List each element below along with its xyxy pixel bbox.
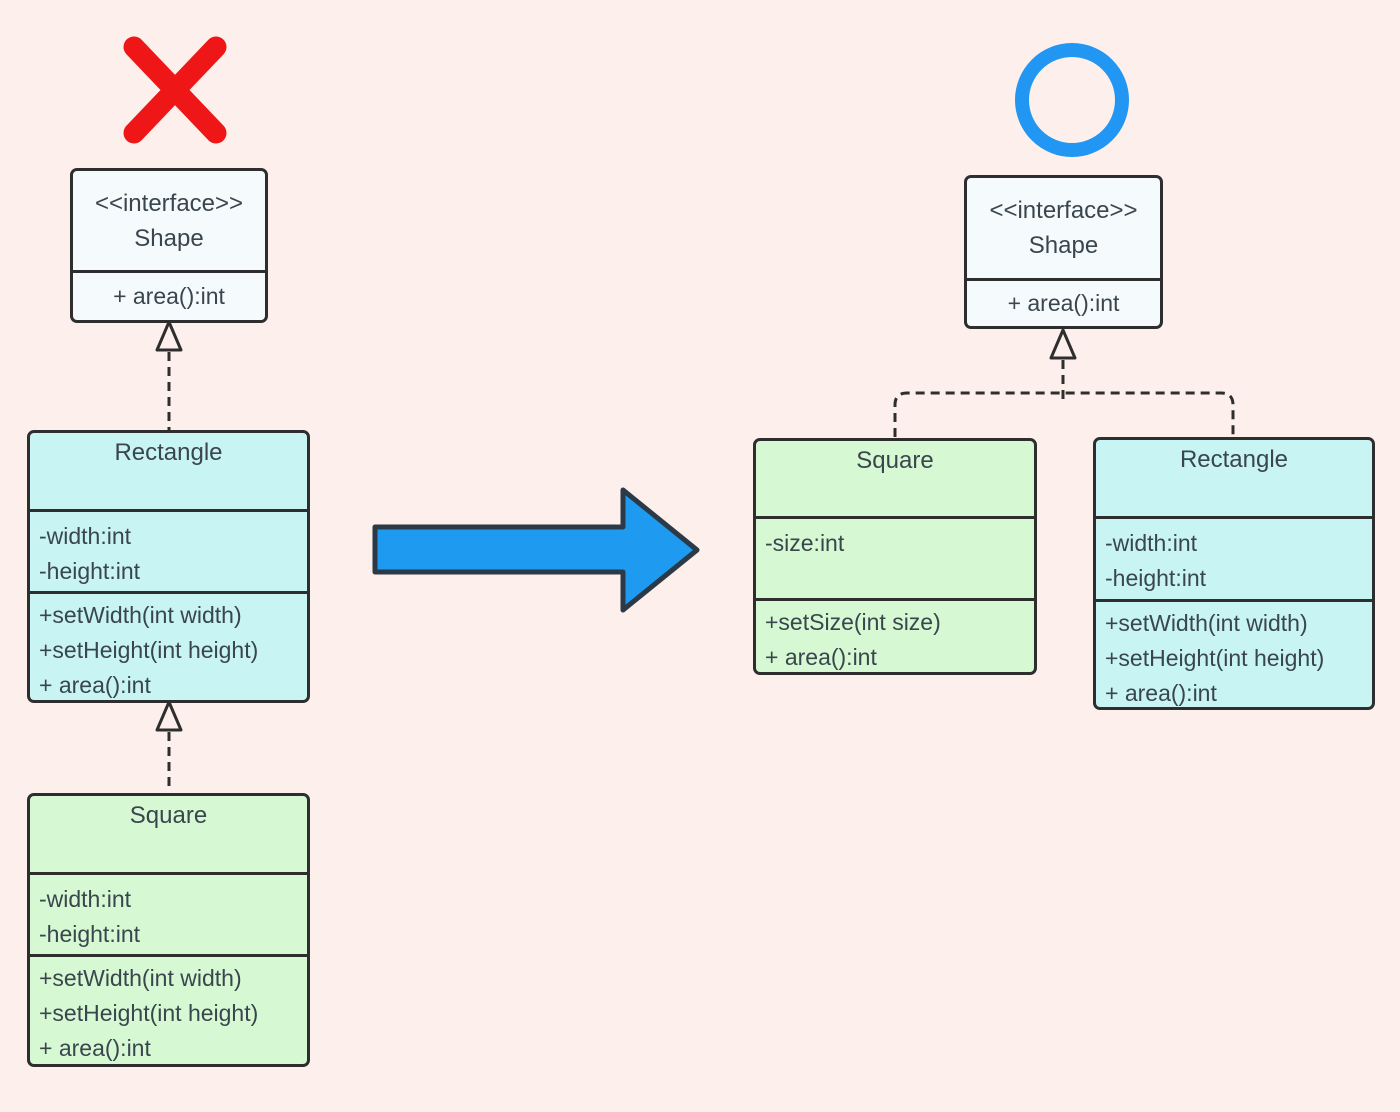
method-line: + area():int [113,283,225,309]
class-title: Square [129,802,208,829]
class-box-square-right: Square -size:int +setSize(int size) + ar… [753,438,1037,675]
method-line: +setSize(int size) [765,609,941,635]
interface-methods: + area():int [73,270,265,320]
attribute-line: -width:int [1105,530,1198,556]
class-box-rectangle-right: Rectangle -width:int -height:int +setWid… [1093,437,1375,710]
method-line: +setWidth(int width) [1105,610,1308,636]
method-line: +setHeight(int height) [39,637,259,663]
interface-box-shape-left: <<interface>> Shape + area():int [70,168,268,323]
realization-connector-both-shape [893,328,1235,437]
class-attributes: -size:int [756,516,1034,598]
interface-title: <<interface>> Shape [967,178,1160,278]
attribute-line: -height:int [39,558,141,584]
method-line: + area():int [39,1035,151,1061]
interface-stereotype: <<interface>> [989,197,1138,224]
method-line: + area():int [1007,290,1120,316]
method-line: + area():int [765,644,877,670]
realization-connector-rectangle-shape [155,320,183,430]
attribute-line: -height:int [39,921,141,947]
method-line: +setHeight(int height) [39,1000,259,1026]
hollow-triangle-arrowhead [155,320,183,352]
interface-title: <<interface>> Shape [73,171,265,270]
class-title: Square [856,447,934,474]
interface-name: Shape [134,224,204,252]
interface-stereotype: <<interface>> [94,189,244,217]
class-title: Rectangle [1179,446,1289,473]
inheritance-connector-square-rectangle [155,700,183,792]
attribute-line: -width:int [39,886,132,912]
class-box-rectangle-left: Rectangle -width:int -height:int +setWid… [27,430,310,703]
attribute-line: -size:int [765,530,845,556]
interface-methods: + area():int [967,278,1160,326]
red-x-icon [123,36,227,144]
interface-box-shape-right: <<interface>> Shape + area():int [964,175,1163,329]
blue-circle-icon [1015,43,1129,157]
class-attributes: -width:int -height:int [30,872,307,954]
attribute-line: -width:int [39,523,132,549]
class-methods: +setWidth(int width) +setHeight(int heig… [30,591,307,700]
method-line: +setWidth(int width) [39,602,242,628]
class-attributes: -width:int -height:int [1096,516,1372,599]
hollow-triangle-arrowhead [1049,328,1077,360]
hollow-triangle-arrowhead [155,700,183,732]
method-line: + area():int [39,672,151,698]
method-line: +setWidth(int width) [39,965,242,991]
class-methods: +setWidth(int width) +setHeight(int heig… [1096,599,1372,707]
class-box-square-left: Square -width:int -height:int +setWidth(… [27,793,310,1067]
interface-name: Shape [1028,232,1099,259]
class-attributes: -width:int -height:int [30,509,307,591]
class-methods: +setSize(int size) + area():int [756,598,1034,672]
method-line: + area():int [1105,680,1217,706]
method-line: +setHeight(int height) [1105,645,1325,671]
transform-arrow [372,487,700,613]
class-title: Rectangle [114,439,223,466]
class-methods: +setWidth(int width) +setHeight(int heig… [30,954,307,1064]
attribute-line: -height:int [1105,565,1207,591]
